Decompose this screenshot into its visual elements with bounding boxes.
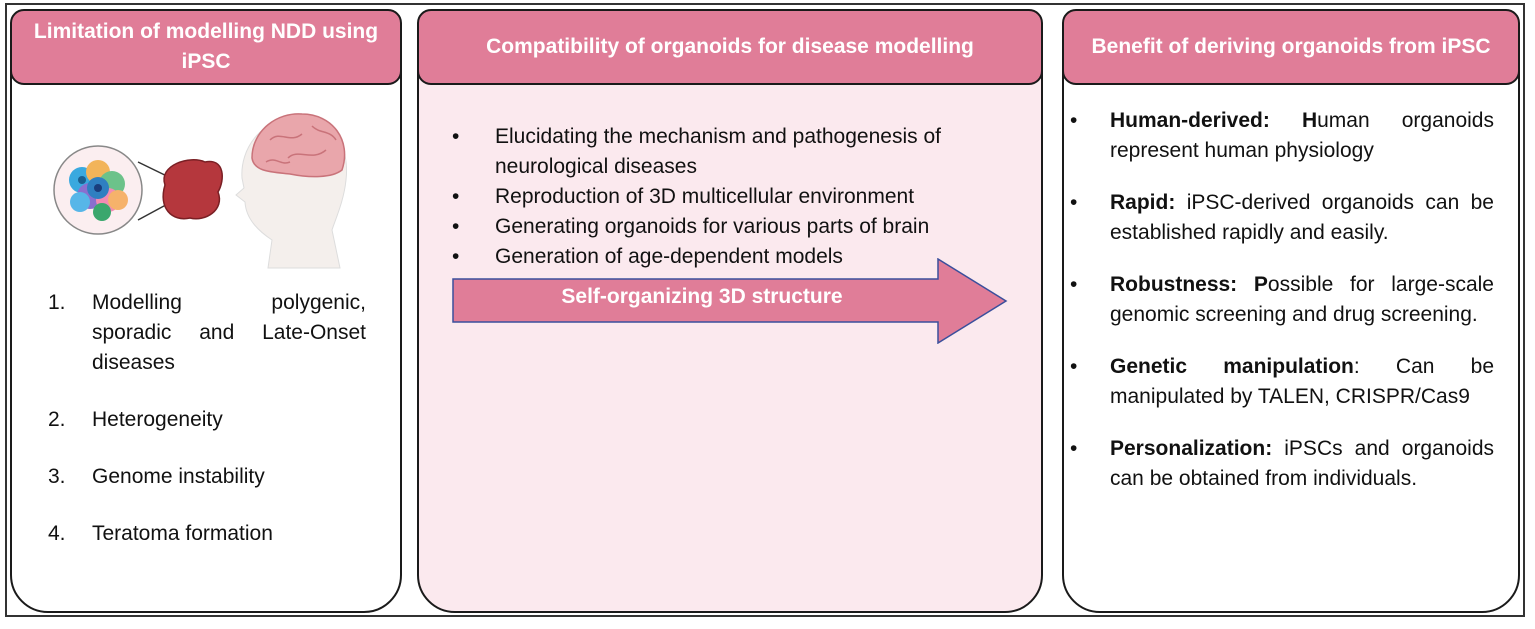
bullet-icon: •: [1070, 355, 1078, 378]
benefit-item-title: Genetic manipulation: [1110, 355, 1354, 378]
limitation-item-number: 2.: [48, 408, 66, 431]
limitation-item-text: Genome instability: [92, 465, 265, 488]
illustration: [53, 113, 348, 269]
benefit-list: • Human-derived: Human organoids represe…: [1070, 106, 1494, 516]
benefit-item-text: iPSCs and organoids can be obtained from…: [1110, 437, 1494, 490]
limitation-item-number: 1.: [48, 291, 66, 314]
benefit-item-title: Personalization:: [1110, 437, 1273, 460]
benefit-item: • Robustness: Possible for large-scale g…: [1070, 270, 1494, 330]
limitation-header-text: Limitation of modelling NDD using iPSC: [33, 20, 379, 73]
bullet-icon: •: [1070, 273, 1078, 296]
bullet-icon: •: [452, 125, 460, 148]
benefit-item-text: iPSC-derived organoids can be establishe…: [1110, 191, 1494, 244]
benefit-panel: [1062, 40, 1520, 613]
limitation-item-number: 4.: [48, 522, 66, 545]
benefit-item: • Human-derived: Human organoids represe…: [1070, 106, 1494, 166]
limitation-item-text: Modelling polygenic, sporadic and Late-O…: [92, 291, 366, 374]
benefit-item-text: : Can be manipulated by TALEN, CRISPR/Ca…: [1110, 355, 1494, 408]
benefit-item: • Personalization: iPSCs and organoids c…: [1070, 434, 1494, 494]
benefit-item-text: uman organoids represent human physiolog…: [1110, 109, 1494, 162]
compatibility-list: • Elucidating the mechanism and pathogen…: [452, 122, 1032, 272]
limitation-header: Limitation of modelling NDD using iPSC: [10, 9, 402, 85]
human-head-brain-icon: [235, 113, 348, 269]
compatibility-item: • Reproduction of 3D multicellular envir…: [452, 182, 1032, 212]
compatibility-item-text: Elucidating the mechanism and pathogenes…: [495, 125, 941, 178]
benefit-item-title: Human-derived: H: [1110, 109, 1318, 132]
benefit-item-title: Robustness: P: [1110, 273, 1268, 296]
benefit-header-text: Benefit of deriving organoids from iPSC: [1091, 35, 1491, 58]
arrow-icon: [452, 258, 1008, 344]
bullet-icon: •: [1070, 437, 1078, 460]
limitation-list: 1. Modelling polygenic, sporadic and Lat…: [48, 288, 366, 549]
compatibility-item: • Generation of age-dependent models: [452, 242, 1032, 272]
arrow-label: Self-organizing 3D structure: [561, 285, 843, 308]
benefit-item: • Genetic manipulation: Can be manipulat…: [1070, 352, 1494, 412]
compatibility-item-text: Generation of age-dependent models: [495, 245, 843, 268]
limitation-item-text: Teratoma formation: [92, 522, 273, 545]
compatibility-header: Compatibility of organoids for disease m…: [417, 9, 1043, 85]
bullet-icon: •: [452, 185, 460, 208]
limitation-item: 2. Heterogeneity: [48, 405, 366, 435]
limitation-item-number: 3.: [48, 465, 66, 488]
compatibility-item: • Elucidating the mechanism and pathogen…: [452, 122, 1032, 182]
bullet-icon: •: [1070, 191, 1078, 214]
benefit-item-text: ossible for large-scale genomic screenin…: [1110, 273, 1494, 326]
benefit-item: • Rapid: iPSC-derived organoids can be e…: [1070, 188, 1494, 248]
compatibility-item-text: Reproduction of 3D multicellular environ…: [495, 185, 915, 208]
cell-cluster-icon: [53, 145, 143, 235]
bullet-icon: •: [452, 245, 460, 268]
compatibility-item-text: Generating organoids for various parts o…: [495, 215, 930, 238]
compatibility-header-text: Compatibility of organoids for disease m…: [486, 35, 974, 58]
organoid-icon: [162, 159, 223, 220]
limitation-item: 4. Teratoma formation: [48, 519, 366, 549]
limitation-item-text: Heterogeneity: [92, 408, 223, 431]
limitation-item: 1. Modelling polygenic, sporadic and Lat…: [48, 288, 366, 378]
compatibility-item: • Generating organoids for various parts…: [452, 212, 1032, 242]
bullet-icon: •: [452, 215, 460, 238]
benefit-item-title: Rapid:: [1110, 191, 1176, 214]
bullet-icon: •: [1070, 109, 1078, 132]
figure-frame: [5, 3, 1525, 617]
limitation-item: 3. Genome instability: [48, 462, 366, 492]
benefit-header: Benefit of deriving organoids from iPSC: [1062, 9, 1520, 85]
